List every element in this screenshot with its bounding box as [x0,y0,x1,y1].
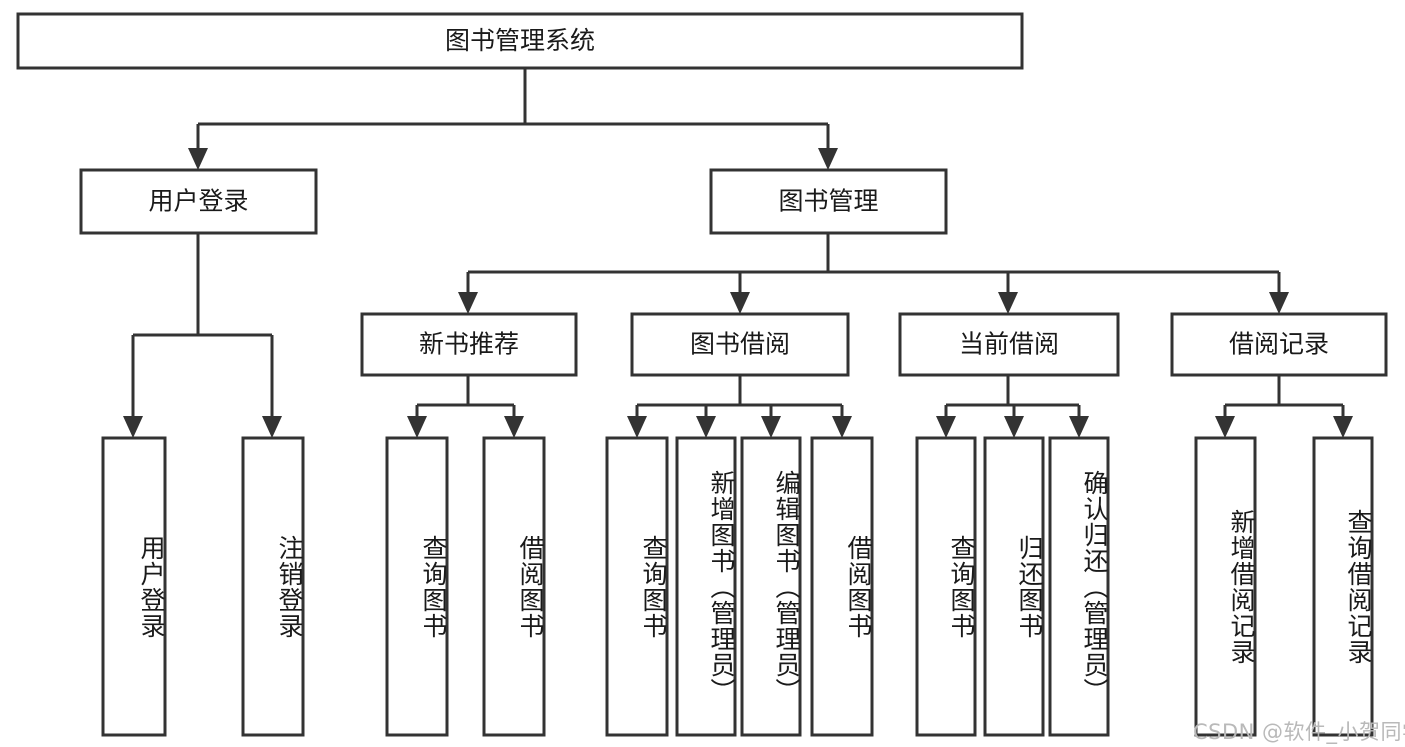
leaf-box[interactable] [482,436,546,737]
leaf-node-借阅图书[interactable] [482,436,546,737]
leaf-box[interactable] [605,436,669,737]
level3-node-图书借阅[interactable] [630,312,850,377]
connector-layer [123,68,1353,438]
level2-box[interactable] [79,168,318,235]
arrow-head-icon-root-to-login [188,148,208,170]
leaf-node-编辑图书管理员[interactable] [740,436,802,737]
arrow-head-icon-borrow-to-c3 [761,416,781,438]
arrow-head-icon-current-to-c3 [1069,416,1089,438]
leaf-box[interactable] [915,436,977,737]
leaf-box[interactable] [675,436,737,737]
leaf-box[interactable] [810,436,874,737]
level3-box[interactable] [630,312,850,377]
leaf-box[interactable] [1048,436,1110,737]
leaf-node-确认归还管理员[interactable] [1048,436,1110,737]
level2-label: 用户登录 [148,187,248,216]
arrow-head-icon-login-to-c2 [262,416,282,438]
leaf-box[interactable] [1312,436,1374,737]
arrow-head-icon-record-to-c2 [1333,416,1353,438]
arrow-head-icon-newbook-to-c1 [407,416,427,438]
csdn-watermark: CSDN @软件_小贺同学 [1193,720,1405,744]
arrow-head-icon-current-to-c1 [936,416,956,438]
root-node-图书管理系统[interactable] [16,12,1024,70]
arrow-head-icon-borrow-to-c2 [696,416,716,438]
arrow-head-icon-record-to-c1 [1215,416,1235,438]
level3-label: 当前借阅 [959,330,1059,359]
leaf-node-查询借阅记录[interactable] [1312,436,1374,737]
leaf-node-新增借阅记录[interactable] [1194,436,1257,737]
leaf-box[interactable] [983,436,1045,737]
level3-box[interactable] [360,312,578,377]
level2-box[interactable] [709,168,948,235]
leaf-node-新增图书管理员[interactable] [675,436,737,737]
level3-box[interactable] [898,312,1120,377]
root-box[interactable] [16,12,1024,70]
arrow-head-icon-bookmgmt-to-n4 [1269,292,1289,314]
node-box-layer [16,12,1388,737]
arrow-head-icon-login-to-c1 [123,416,143,438]
level3-node-借阅记录[interactable] [1170,312,1388,377]
arrow-head-icon-bookmgmt-to-n3 [998,292,1018,314]
level3-label: 新书推荐 [419,330,519,359]
leaf-box[interactable] [385,436,449,737]
level3-label: 借阅记录 [1229,330,1329,359]
arrow-head-icon-borrow-to-c1 [627,416,647,438]
arrow-head-icon-root-to-bookmgmt [818,148,838,170]
level2-node-用户登录[interactable] [79,168,318,235]
leaf-box[interactable] [1194,436,1257,737]
leaf-node-注销登录[interactable] [241,436,305,737]
arrow-head-icon-bookmgmt-to-n2 [730,292,750,314]
arrow-head-icon-newbook-to-c2 [504,416,524,438]
leaf-node-归还图书[interactable] [983,436,1045,737]
leaf-node-查询图书[interactable] [605,436,669,737]
root-label: 图书管理系统 [445,26,595,55]
arrow-head-icon-current-to-c2 [1004,416,1024,438]
level2-label: 图书管理 [778,187,878,216]
level2-node-图书管理[interactable] [709,168,948,235]
level3-node-新书推荐[interactable] [360,312,578,377]
leaf-node-借阅图书[interactable] [810,436,874,737]
leaf-box[interactable] [241,436,305,737]
leaf-node-查询图书[interactable] [915,436,977,737]
level3-node-当前借阅[interactable] [898,312,1120,377]
level3-label: 图书借阅 [690,330,790,359]
leaf-box[interactable] [101,436,167,737]
arrow-head-icon-bookmgmt-to-n1 [458,292,478,314]
leaf-box[interactable] [740,436,802,737]
leaf-node-查询图书[interactable] [385,436,449,737]
level3-box[interactable] [1170,312,1388,377]
leaf-node-用户登录[interactable] [101,436,167,737]
arrow-head-icon-borrow-to-c4 [832,416,852,438]
